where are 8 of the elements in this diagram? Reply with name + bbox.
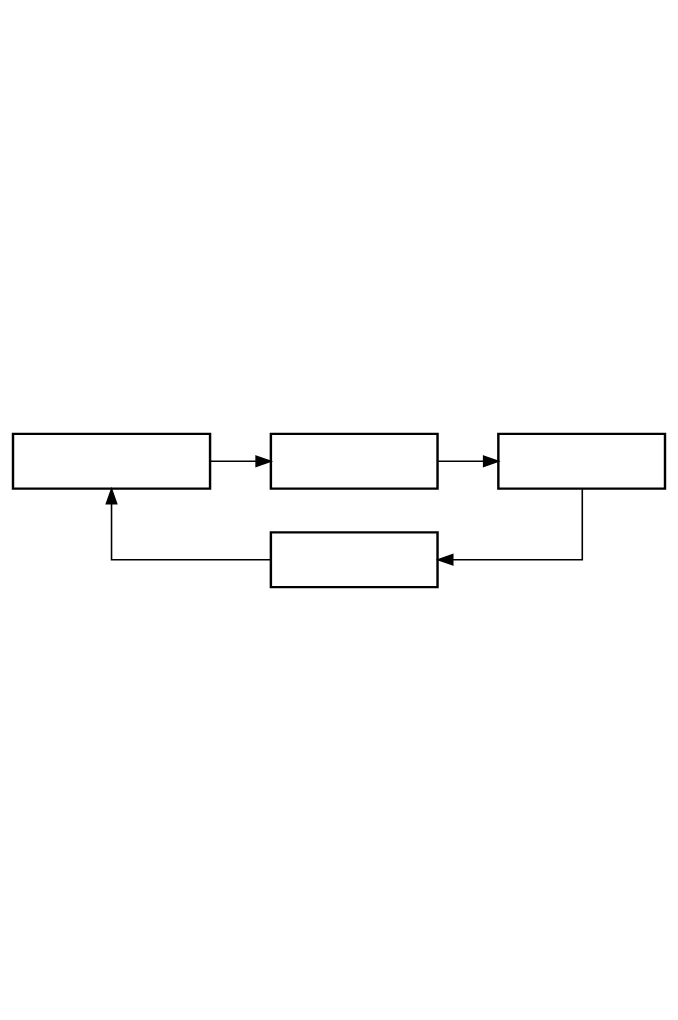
- node-box: [269, 530, 439, 588]
- arrow: [105, 486, 272, 561]
- node-box: [269, 432, 439, 490]
- node-box: [497, 432, 667, 490]
- arrow: [435, 487, 584, 566]
- arrow: [436, 454, 501, 467]
- arrow: [209, 454, 274, 467]
- node-box: [11, 432, 212, 490]
